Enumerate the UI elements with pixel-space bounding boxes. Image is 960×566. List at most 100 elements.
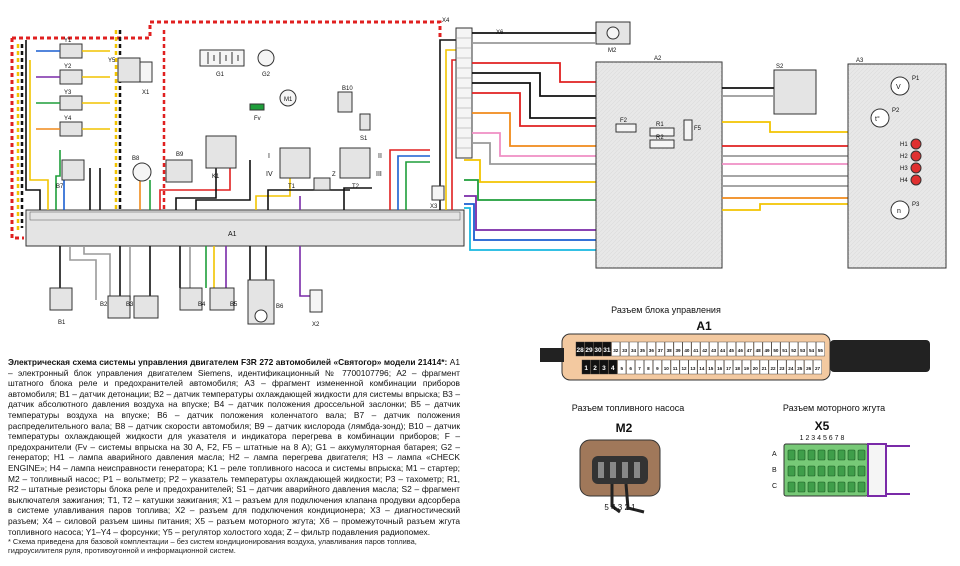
x5-pin-socket [857, 449, 866, 461]
diagram-footnote: * Схема приведена для базовой комплектац… [8, 537, 417, 556]
x5-connector-title: Разъем моторного жгута [783, 403, 885, 413]
a1-pin-cell [813, 359, 822, 375]
y4-label: Y4 [64, 116, 72, 122]
m2-pump-motor [606, 26, 620, 40]
a1-pin-number: 50 [773, 348, 779, 353]
a1-pin-cell [715, 359, 725, 375]
a1-block-label: A1 [228, 231, 237, 238]
a1-pin-number: 4 [611, 365, 615, 372]
m2-connector-name: M2 [616, 421, 633, 435]
a1-pin-number: 10 [664, 366, 670, 371]
a1-pin-number: 11 [673, 366, 678, 371]
diagram-caption: Электрическая схема системы управления д… [8, 357, 460, 537]
b5-label: B5 [230, 302, 238, 308]
a1-pin-cell [584, 341, 594, 357]
a1-pin-cell [804, 359, 814, 375]
b9-label: B9 [176, 152, 184, 158]
a1-pin-number: 5 [620, 366, 623, 371]
x4-label: X4 [442, 18, 450, 24]
b10-label: B10 [342, 86, 353, 92]
a1-pin-cell [768, 359, 778, 375]
b7-label: B7 [56, 184, 64, 190]
x5-pin-socket [837, 449, 846, 461]
a1-pin-cell [724, 359, 733, 375]
a1-pin-number: 18 [735, 366, 741, 371]
b4-throttle-sensor [179, 287, 203, 311]
b1-knock-sensor [49, 287, 73, 311]
a1-pin-cell [590, 359, 600, 375]
h1-label: H1 [900, 142, 908, 148]
x5-strip-dividers [456, 37, 472, 149]
a1-pin-cell [733, 359, 742, 375]
a1-pin-cell [635, 359, 644, 375]
a1-pin-cell [655, 341, 665, 357]
x5-pin-socket [857, 465, 866, 477]
a1-pin-number: 41 [693, 348, 699, 353]
a1-pin-cell [798, 341, 808, 357]
a1-pin-cell [599, 359, 609, 375]
r1-resistor [649, 127, 675, 137]
b2-label: B2 [100, 302, 108, 308]
a1-pin-cell [682, 341, 692, 357]
x3-connector [431, 185, 445, 201]
a1-pin-number: 26 [806, 366, 812, 371]
g2-generator [257, 49, 275, 67]
b5-air-temp-sensor [209, 287, 235, 311]
x5-pin-socket [847, 465, 856, 477]
t1-label: T1 [288, 184, 296, 190]
s2-ignition-switch [773, 69, 817, 115]
k1-relay [205, 135, 237, 169]
caption-body: A1 – электронный блок управления двигате… [8, 357, 461, 537]
a1-pin-cell [771, 341, 781, 357]
m2-connector-title: Разъем топливного насоса [572, 403, 684, 413]
a1-pin-number: 23 [779, 366, 785, 371]
t2-label: T2 [352, 184, 360, 190]
x5-pin-socket [817, 481, 826, 493]
a1-connector-latch [540, 348, 564, 362]
k1-label: K1 [212, 174, 220, 180]
a1-pin-number: 15 [708, 366, 714, 371]
b9-sensor [165, 159, 193, 183]
a1-pin-cell [718, 341, 727, 357]
y5-label: Y5 [108, 58, 116, 64]
a1-pin-cell [608, 359, 618, 375]
a1-pin-cell [759, 359, 769, 375]
a1-pin-number: 12 [681, 366, 687, 371]
x5-row-b: B [772, 467, 777, 474]
t1-coil [279, 147, 311, 179]
b6-label: B6 [276, 304, 284, 310]
a2-label: A2 [654, 56, 662, 62]
a1-pin-cell [673, 341, 683, 357]
a1-pin-cell [742, 359, 751, 375]
a1-pin-cell [709, 341, 719, 357]
a1-pin-cell [786, 359, 796, 375]
g1-label: G1 [216, 72, 225, 78]
x5-to-a2-wires [464, 32, 596, 251]
s1-sensor [359, 113, 371, 131]
a1-pin-number: 31 [603, 347, 611, 354]
m2-label: M2 [608, 48, 617, 54]
caption-heading: Электрическая схема системы управления д… [8, 357, 448, 367]
warning-lamps [910, 138, 922, 186]
b1-label: B1 [58, 320, 66, 326]
a1-pin-cell [688, 359, 698, 375]
a1-pin-cell [736, 341, 745, 357]
x2-connector [309, 289, 323, 313]
a1-pin-cell [780, 341, 790, 357]
b8-sensor [132, 162, 152, 182]
a1-pin-cell [691, 341, 701, 357]
a1-pin-number: 38 [667, 348, 673, 353]
a1-pin-number: 13 [690, 366, 696, 371]
coil-out-iv: IV [266, 171, 273, 178]
f5-label: F5 [694, 126, 702, 132]
a1-pin-number: 36 [649, 348, 655, 353]
x5-pin-socket [847, 449, 856, 461]
a1-pin-number: 24 [788, 366, 794, 371]
a1-pin-cell [744, 341, 754, 357]
a1-pin-cell [706, 359, 716, 375]
b8-label: B8 [132, 156, 140, 162]
a1-pin-number: 8 [647, 366, 650, 371]
coil-out-i: I [268, 153, 270, 160]
